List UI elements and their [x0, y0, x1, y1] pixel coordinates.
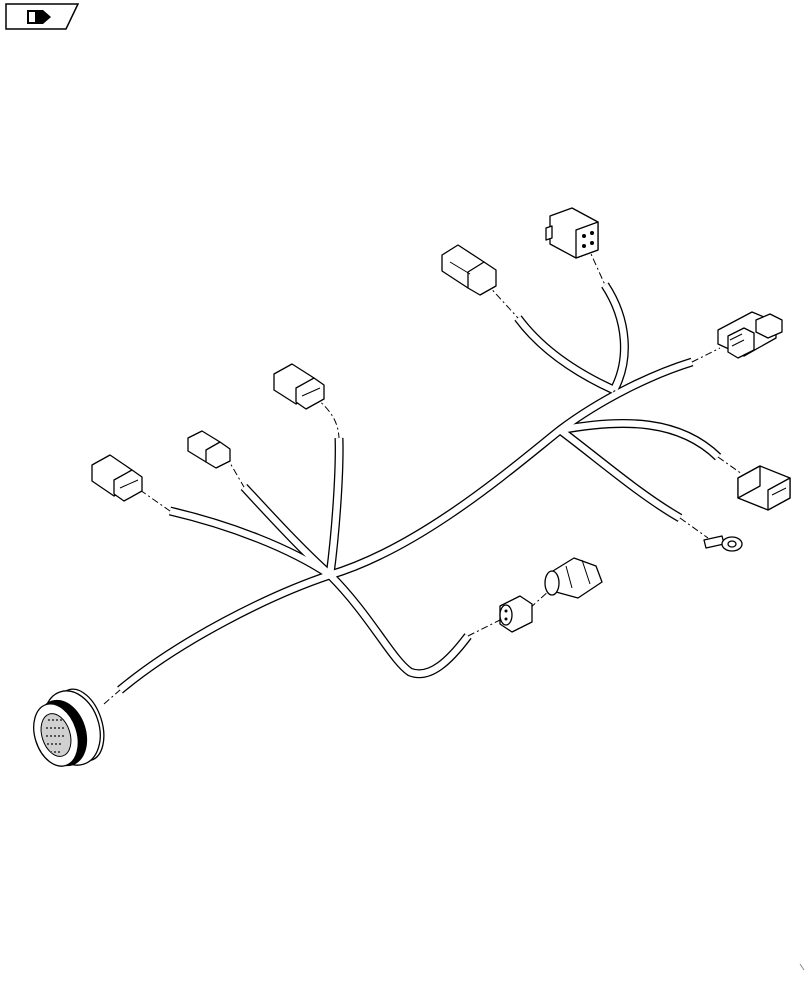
circular-connector-icon — [33, 688, 105, 767]
page-arrow-icon — [27, 10, 51, 24]
harness-wires — [117, 282, 722, 694]
connector-2pin-top-icon — [441, 244, 497, 296]
ring-terminal-icon — [703, 535, 743, 552]
connector-2pin-small-icon — [187, 430, 231, 469]
connector-pair-middle-icon — [499, 557, 603, 633]
corner-mark — [799, 963, 805, 971]
connector-right-upper-icon — [717, 311, 783, 359]
wire-trunk — [117, 357, 694, 694]
wire-upper-branch — [514, 315, 616, 395]
connector-right-lower-icon — [737, 465, 791, 511]
page-nav-badge[interactable] — [5, 3, 79, 30]
connector-4pin-top-icon — [545, 207, 599, 259]
wire-left-branch — [168, 506, 333, 579]
connector-2pin-upper-icon — [273, 363, 325, 410]
connector-2pin-left-icon — [91, 454, 143, 502]
